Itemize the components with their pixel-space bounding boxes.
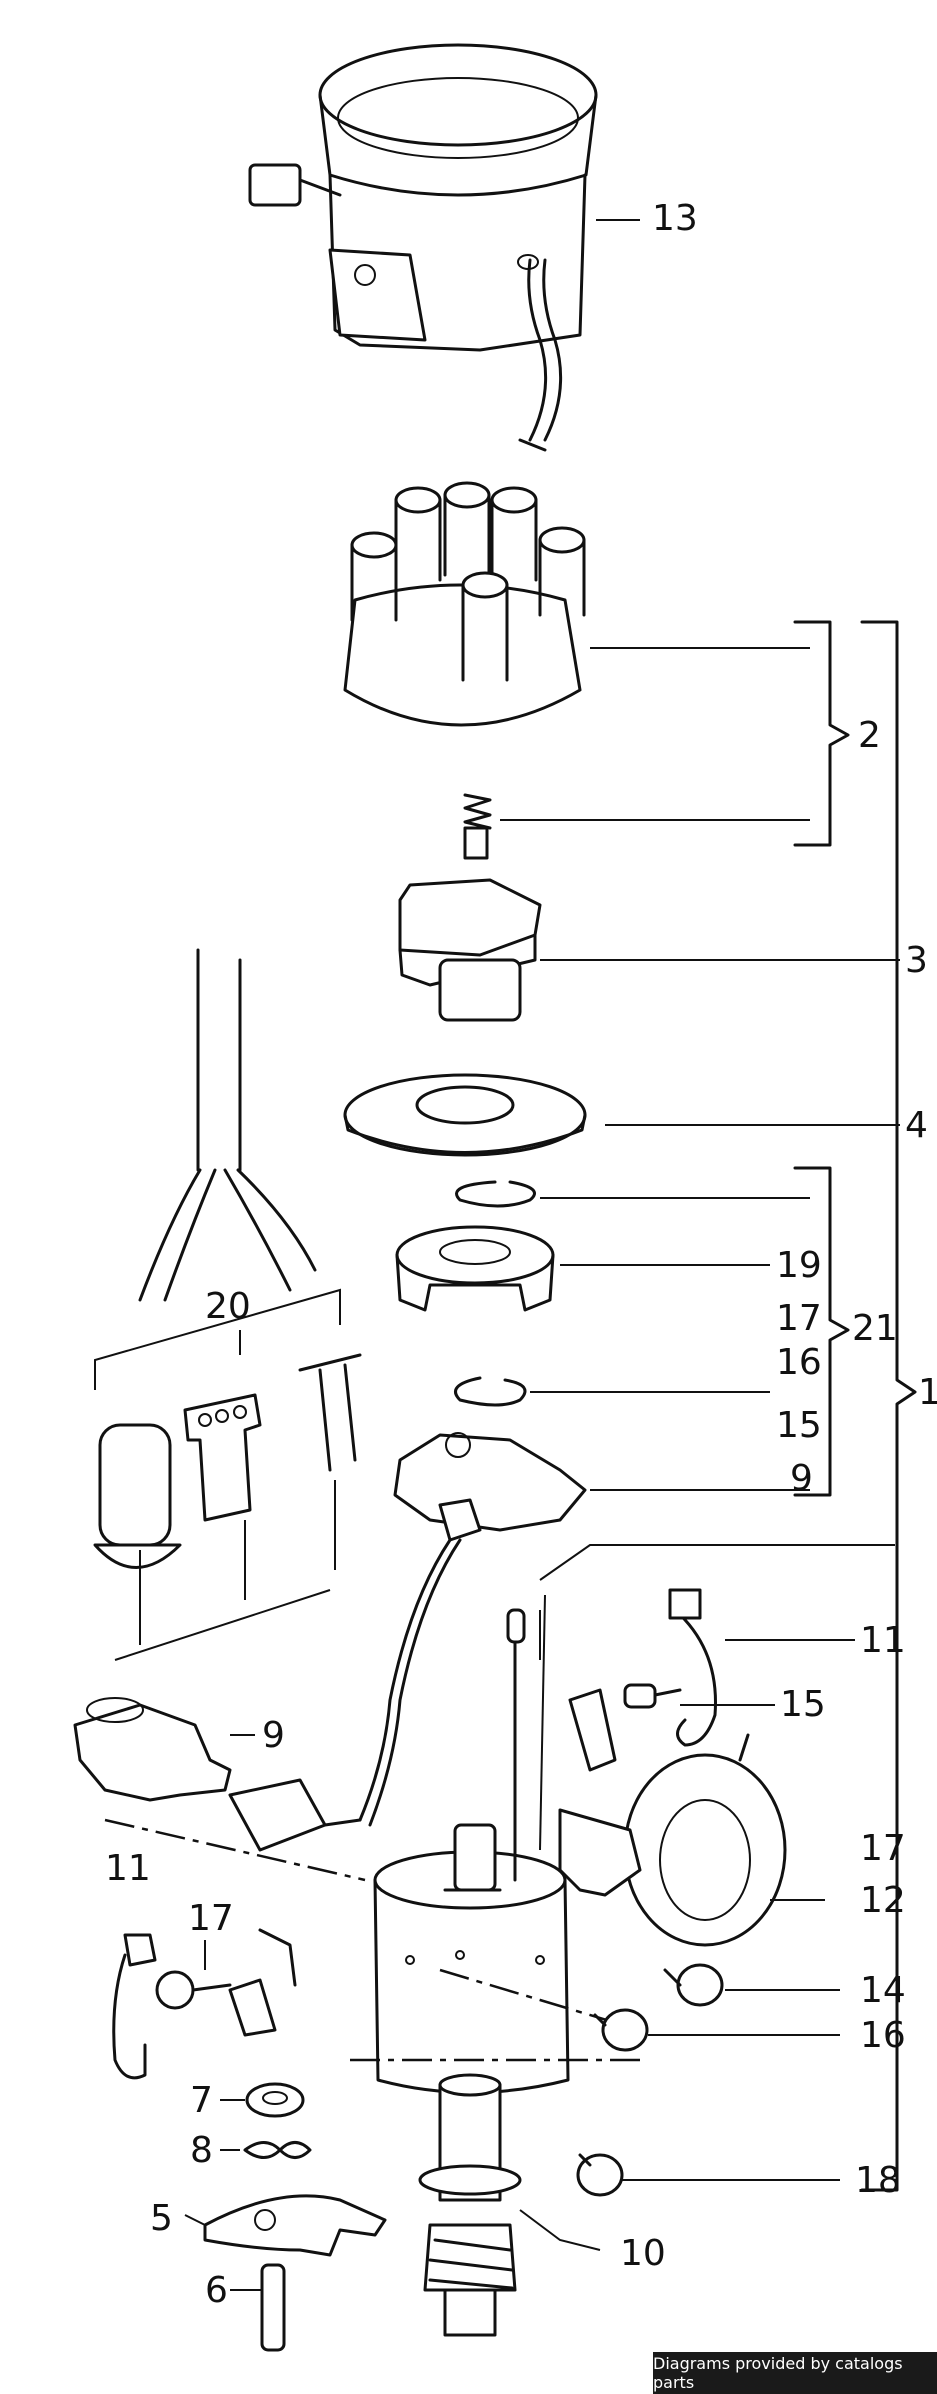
part-screw-16 (593, 2008, 840, 2052)
part-nut (220, 2082, 305, 2118)
part-vacuum-unit (558, 1733, 825, 1947)
label-16a: 16 (776, 1342, 822, 1383)
part-cap-clip-left (112, 1933, 157, 2080)
label-18: 18 (855, 2160, 901, 2201)
bracket-21 (793, 1166, 850, 1497)
part-screw-18 (576, 2153, 840, 2197)
part-washer (220, 2141, 312, 2159)
bracket-1 (860, 620, 917, 2192)
label-17c: 17 (188, 1898, 234, 1939)
part-plug-connector (73, 1697, 362, 1852)
label-7: 7 (190, 2080, 213, 2121)
label-15a: 15 (776, 1405, 822, 1446)
label-21: 21 (852, 1308, 898, 1349)
part-screw-17 (155, 1940, 232, 2010)
label-6: 6 (205, 2270, 228, 2311)
label-10: 10 (620, 2233, 666, 2274)
part-distributor-cap (343, 481, 810, 860)
part-circlip-lower (454, 1376, 770, 1407)
label-5: 5 (150, 2198, 173, 2239)
label-2: 2 (858, 715, 881, 756)
label-19: 19 (776, 1245, 822, 1286)
part-dust-shield (343, 1073, 900, 1157)
part-screw-14 (663, 1963, 840, 2007)
credit-banner: Diagrams provided by catalogs parts (653, 2352, 937, 2394)
label-11b: 11 (105, 1848, 151, 1889)
label-9b: 9 (262, 1715, 285, 1756)
part-cap-clip-right (668, 1588, 855, 1747)
label-14: 14 (860, 1970, 906, 2011)
part-distributor-housing (104, 1544, 895, 2094)
part-shield-cover (248, 43, 640, 452)
bracket-2 (793, 620, 850, 847)
label-9a: 9 (790, 1458, 813, 1499)
part-circlip-upper (455, 1180, 810, 1208)
part-clamp-plate (184, 2194, 387, 2257)
label-15b: 15 (780, 1684, 826, 1725)
label-16b: 16 (860, 2015, 906, 2056)
part-stud (230, 2263, 286, 2352)
part-shaft-gear (418, 2073, 601, 2337)
part-wiring-harness (93, 948, 362, 1661)
label-4: 4 (905, 1105, 928, 1146)
label-3: 3 (905, 940, 928, 981)
label-11a: 11 (860, 1620, 906, 1661)
part-trigger-wheel (395, 1225, 770, 1312)
label-8: 8 (190, 2130, 213, 2171)
label-12: 12 (860, 1880, 906, 1921)
callout-labels: 13 2 3 4 19 17 21 16 15 9 1 20 11 15 9 1… (105, 198, 937, 2311)
part-bracket-15 (568, 1688, 617, 1772)
part-screw-15 (623, 1683, 775, 1709)
part-bracket-17 (228, 1928, 297, 2037)
label-17b: 17 (860, 1828, 906, 1869)
part-rotor (398, 878, 900, 1022)
part-hall-sender (358, 1432, 810, 1827)
label-1: 1 (918, 1372, 937, 1413)
label-20: 20 (205, 1286, 251, 1327)
label-17a: 17 (776, 1298, 822, 1339)
label-13: 13 (652, 198, 698, 239)
